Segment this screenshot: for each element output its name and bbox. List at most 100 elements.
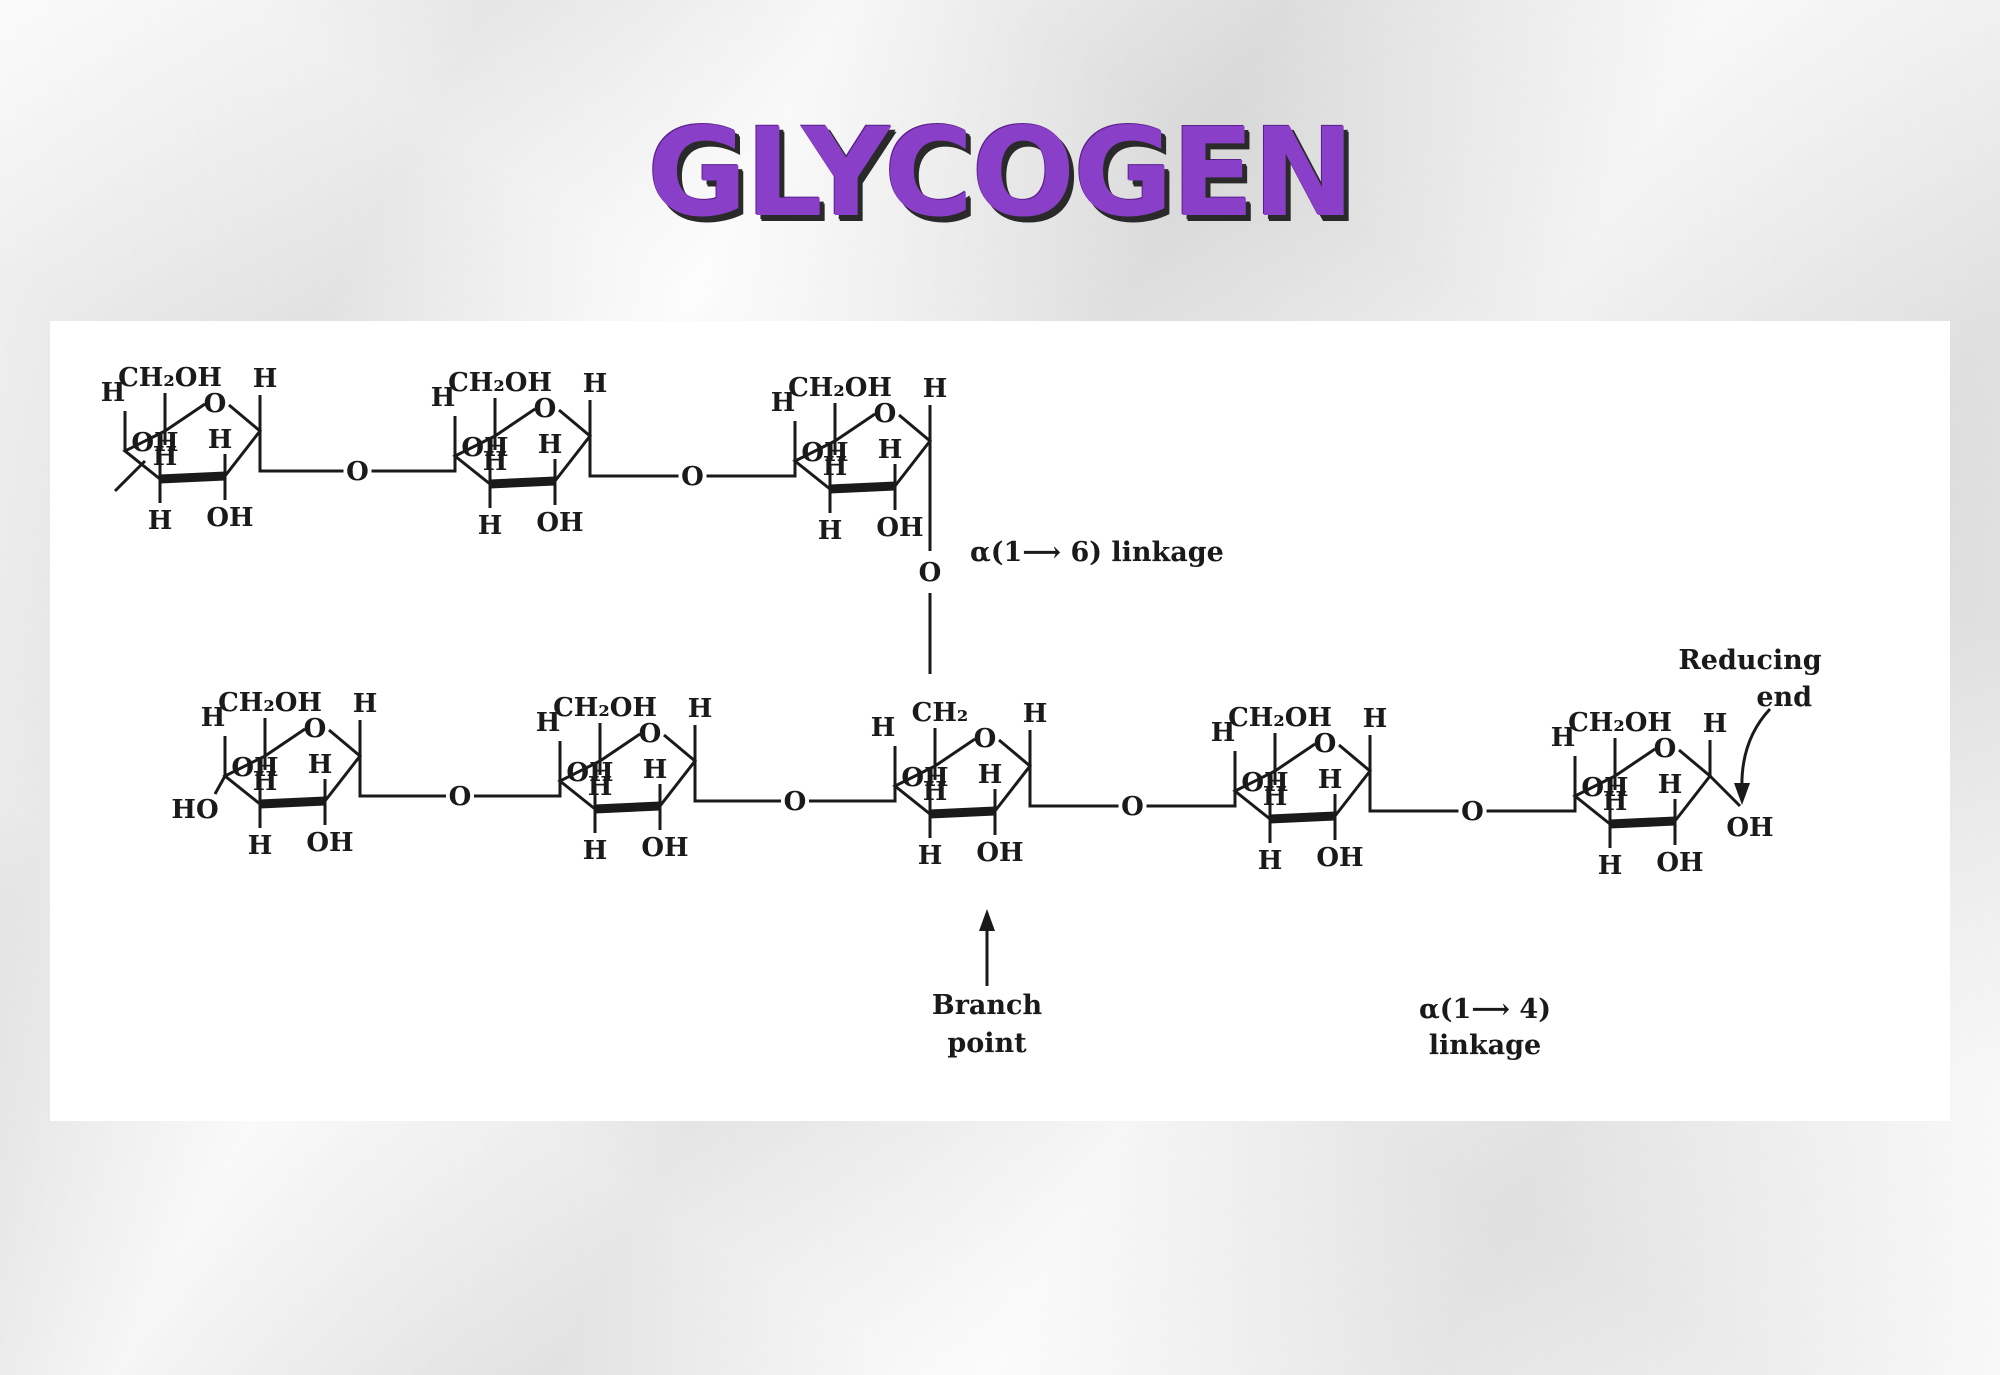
ring-oxygen-label: O [974,724,997,754]
h-label: H [1703,709,1728,739]
ring-oxygen-label: O [874,399,897,429]
h-label: H [1318,765,1343,795]
oh-label: OH [976,838,1023,868]
oh-label: OH [306,828,353,858]
glycogen-structure-diagram: OCH₂OHHHHOHHHOHOCH₂OHHHHOHHHOHOCH₂OHHHHO… [101,363,1822,1061]
bottom-link-0-bond-left [358,756,446,798]
ch2oh-label: CH₂OH [553,693,657,723]
top-link-0-bond-right [371,456,457,473]
ch2oh-label: CH₂OH [788,373,892,403]
h-label: H [478,511,503,541]
glycosidic-oxygen-label: O [784,787,807,817]
branch-oxygen-label: O [919,558,942,588]
oh-label: OH [1581,773,1628,803]
alpha-1-4-linkage-label: α(1⟶ 4) [1419,994,1551,1025]
h-label: H [1211,718,1236,748]
h-label: H [153,442,178,472]
h-label: H [148,506,173,536]
h-label: H [1263,782,1288,812]
h-label: H [536,708,561,738]
h-label: H [818,516,843,546]
top-link-1-bond-left [588,436,679,478]
h-label: H [353,689,378,719]
h-label: H [1023,699,1048,729]
reducing-end-label: Reducing [1678,645,1821,676]
ring-oxygen-label: O [1654,734,1677,764]
h-label: H [923,374,948,404]
h-label: H [1551,723,1576,753]
ch2oh-label: CH₂ [912,698,969,728]
oh-label: OH [131,428,178,458]
oh-label: OH [231,753,278,783]
oh-label: OH [1656,848,1703,878]
h-label: H [201,703,226,733]
oh-label: OH [801,438,848,468]
top-link-1-bond-right [706,461,797,478]
oh-label: OH [1726,813,1773,843]
oh-label: OH [461,433,508,463]
alpha-1-4-linkage-label-2: linkage [1429,1030,1541,1061]
h-label: H [1363,704,1388,734]
bottom-link-1-bond-right [809,786,897,803]
h-label: H [583,369,608,399]
glycosidic-oxygen-label: O [346,457,369,487]
oh-label: OH [641,833,688,863]
branch-point-label: Branch [932,990,1043,1021]
h-label: H [538,430,563,460]
h-label: H [248,831,273,861]
ch2oh-label: CH₂OH [218,688,322,718]
oh-label: OH [566,758,613,788]
glycosidic-oxygen-label: O [681,462,704,492]
h-label: H [253,364,278,394]
ring-oxygen-label: O [204,389,227,419]
h-label: H [823,452,848,482]
alpha-1-6-linkage-label: α(1⟶ 6) linkage [970,537,1224,568]
h-label: H [583,836,608,866]
page-title: GLYCOGEN [647,102,1355,244]
h-label: H [1603,787,1628,817]
reducing-end-arrow [1740,707,1772,792]
ring-oxygen-label: O [534,394,557,424]
oh-label: OH [901,763,948,793]
h-label: H [483,447,508,477]
h-label: H [878,435,903,465]
branch-point-label-2: point [947,1028,1027,1059]
glycosidic-oxygen-label: O [1121,792,1144,822]
bottom-link-0-bond-right [474,781,562,798]
ring-oxygen-label: O [1314,729,1337,759]
h-label: H [978,760,1003,790]
branch-point-arrowhead [979,909,995,931]
h-label: H [871,713,896,743]
bottom-link-1-bond-left [693,761,781,803]
ch2oh-label: CH₂OH [1228,703,1332,733]
h-label: H [431,383,456,413]
reducing-end-arrowhead [1734,783,1750,805]
h-label: H [253,767,278,797]
bottom-link-2-bond-right [1146,791,1237,808]
ring-oxygen-label: O [639,719,662,749]
bottom-link-2-bond-left [1028,766,1119,808]
h-label: H [643,755,668,785]
ch2oh-label: CH₂OH [1568,708,1672,738]
ch2oh-label: CH₂OH [448,368,552,398]
oh-label: OH [1316,843,1363,873]
h-label: H [923,777,948,807]
ch2oh-label: CH₂OH [118,363,222,393]
oh-label: OH [206,503,253,533]
h-label: H [101,378,126,408]
h-label: H [308,750,333,780]
h-label: H [208,425,233,455]
h-label: H [688,694,713,724]
bottom-link-3-bond-left [1368,771,1459,813]
h-label: H [1658,770,1683,800]
oh-label: OH [1241,768,1288,798]
glycosidic-oxygen-label: O [449,782,472,812]
